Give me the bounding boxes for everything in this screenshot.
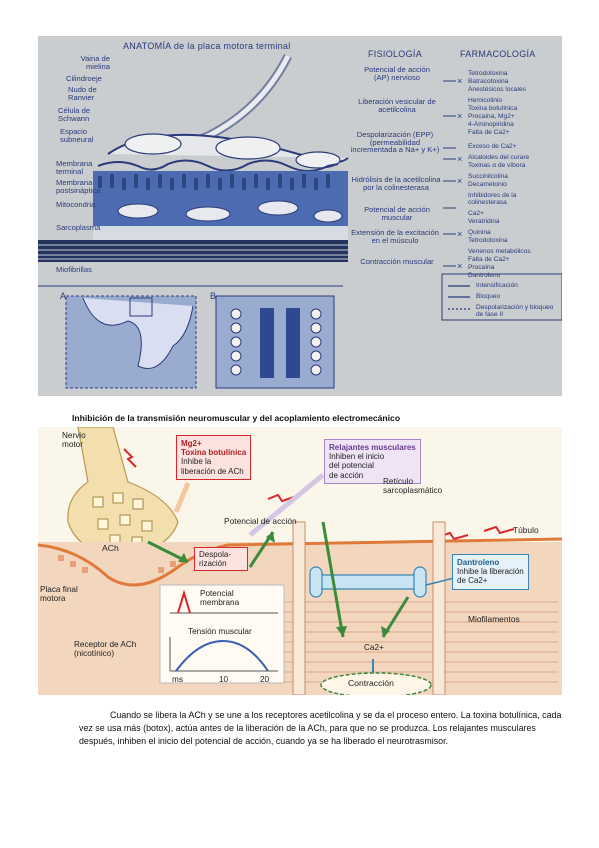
body-paragraph: Cuando se libera la ACh y se une a los r… [79, 710, 562, 746]
inset-b-label: B [210, 291, 217, 301]
label-miofibrillas: Miofibrillas [56, 265, 92, 274]
pharm-item: Falta de Ca2+ [468, 256, 510, 263]
pharm-item: Exceso de Ca2+ [468, 143, 517, 150]
phys-step-1: Potencial de acción (AP) nervioso [364, 65, 430, 82]
pharm-item: Veratridina [468, 218, 500, 225]
pharm-item: Procaína, Mg2+ [468, 113, 515, 120]
phys-step-2: Liberación vesicular de acetilcolina [358, 97, 436, 114]
label-placa-final: Placa final motora [40, 585, 78, 604]
pharm-item: Tetrodotoxina [468, 70, 508, 77]
label-contraccion: Contracción [348, 678, 394, 688]
phys-step-3: Despolarización (EPP) (permeabilidad inc… [350, 130, 440, 155]
box-dantroleno: Dantroleno Inhibe la liberación de Ca2+ [452, 554, 529, 590]
phys-step-5: Potencial de acción muscular [364, 205, 430, 222]
inset-a-label: A [60, 291, 67, 301]
box-relajantes: Relajantes musculares Inhiben el inicio … [324, 439, 421, 484]
svg-text:×: × [457, 154, 462, 164]
box-mg-botulinica: Mg2+ Toxina botulínica Inhibe la liberac… [176, 435, 252, 480]
phys-step-7: Contracción muscular [360, 257, 434, 266]
label-espacio: Espacio subneural [60, 127, 94, 144]
col-fisiologia: FISIOLOGÍA [368, 49, 423, 59]
svg-text:×: × [457, 229, 462, 239]
pharm-item: Ca2+ [468, 210, 484, 217]
label-ranvier: Nudo de Ranvier [68, 85, 97, 102]
label-potencial-membrana: Potencial membrana [200, 589, 240, 608]
tick-ms: ms [172, 675, 183, 684]
svg-text:×: × [457, 111, 462, 121]
label-ach: ACh [102, 543, 119, 553]
label-membrana-postsinaptica: Membrana postsináptica [56, 178, 101, 195]
pharm-item: Procaína [468, 264, 495, 271]
label-schwann: Célula de Schwann [58, 106, 91, 123]
pharm-item: Toxinas α de víbora [468, 162, 526, 169]
label-sarcoplasma: Sarcoplasma [56, 223, 101, 232]
neuromuscular-illustration [38, 427, 562, 695]
label-tension: Tensión muscular [188, 627, 252, 636]
pharm-item: Anestésicos locales [468, 86, 526, 93]
label-tubulo: Túbulo [513, 525, 539, 535]
pharm-item: Tetrodotoxina [468, 237, 508, 244]
label-mitocondria: Mitocondria [56, 200, 96, 209]
tick-20: 20 [260, 675, 270, 684]
figure1-title: ANATOMÍA de la placa motora terminal [123, 41, 291, 51]
pharm-item: Decametonio [468, 181, 507, 188]
legend-bloqueo: Bloqueo [476, 293, 501, 300]
label-cilindroeje: Cilindroeje [66, 74, 102, 83]
pharm-item: Falta de Ca2+ [468, 129, 510, 136]
pharm-item: Batracotoxina [468, 78, 509, 85]
pharm-item: Hemicolinio [468, 97, 503, 104]
tick-10: 10 [219, 675, 229, 684]
phys-step-4: Hidrólisis de la acetilcolina por la col… [351, 175, 441, 192]
svg-text:×: × [457, 76, 462, 86]
label-potencial-accion: Potencial de acción [224, 516, 297, 526]
phys-step-6: Extensión de la excitación en el músculo [351, 228, 439, 245]
pharm-item: Dantroleno [468, 272, 501, 279]
pharm-item: 4-Aminopiridina [468, 121, 514, 128]
label-miofilamentos: Miofilamentos [468, 614, 520, 624]
endplate-illustration: × × × × × × [38, 53, 562, 389]
label-vaina: Vaina de mielina [80, 54, 110, 71]
label-receptor: Receptor de ACh (nicotínico) [74, 640, 137, 659]
figure2-caption: Inhibición de la transmisión neuromuscul… [72, 413, 401, 423]
pharm-item: Succinilcolina [468, 173, 508, 180]
label-nervio: Nervio motor [62, 431, 86, 450]
pharm-item: Inhibidores de la colinesterasa [468, 192, 517, 206]
legend-despolarizacion: Despolarización y bloqueo de fase II [476, 304, 554, 318]
col-farmacologia: FARMACOLOGÍA [460, 49, 536, 59]
label-membrana-terminal: Membrana terminal [56, 159, 93, 176]
figure-neuromuscular-inhibition: Nervio motor Mg2+ Toxina botulínica Inhi… [38, 427, 562, 695]
svg-text:×: × [457, 261, 462, 271]
pharm-item: Quinina [468, 229, 491, 236]
svg-text:×: × [457, 176, 462, 186]
legend-intensificacion: Intensificación [476, 282, 518, 289]
pharm-item: Toxina botulínica [468, 105, 518, 112]
pharm-item: Alcaloides del curare [468, 154, 530, 161]
pharm-item: Venenos metabólicos [468, 248, 531, 255]
box-despolarizacion: Despola-rización [194, 547, 248, 572]
figure-motor-endplate: × × × × × × ANATOMÍA de la placa motora term… [38, 36, 562, 396]
label-ca: Ca2+ [364, 643, 384, 652]
label-reticulo: Retículo sarcoplasmático [383, 477, 443, 496]
